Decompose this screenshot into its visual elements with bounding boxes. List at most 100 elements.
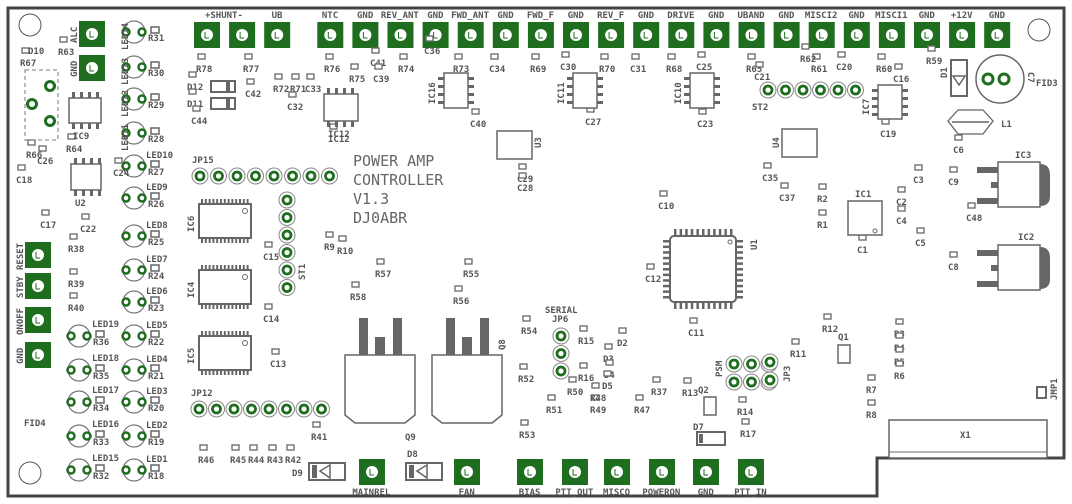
jp12-pin-4[interactable] bbox=[243, 400, 260, 418]
psm-pin-1[interactable] bbox=[725, 355, 743, 373]
terminal-label-shunt: +SHUNT- bbox=[205, 11, 243, 21]
st1-pin-5[interactable] bbox=[278, 261, 296, 279]
terminal-gnd[interactable] bbox=[422, 22, 449, 48]
resistor-label: R21 bbox=[148, 372, 164, 382]
smd-pad-r48 bbox=[591, 382, 600, 389]
silk-label-r50: R50 bbox=[567, 388, 583, 398]
st2-pin-3[interactable] bbox=[794, 81, 812, 99]
jp3-pin-2[interactable] bbox=[761, 371, 779, 389]
terminal-fwd-ant[interactable] bbox=[457, 22, 484, 48]
resistor-label: R29 bbox=[148, 101, 164, 111]
smd-pad-r11 bbox=[791, 338, 800, 345]
st2-pin-1[interactable] bbox=[759, 81, 777, 99]
jp15-pin-6[interactable] bbox=[284, 167, 301, 185]
terminal-misci2[interactable] bbox=[808, 22, 835, 48]
jp15-pin-4[interactable] bbox=[247, 167, 264, 185]
jp6-pin-1[interactable] bbox=[552, 327, 570, 345]
st1-pin-3[interactable] bbox=[278, 226, 296, 244]
smd-pad-r49 bbox=[591, 394, 600, 401]
terminal-gnd[interactable] bbox=[633, 22, 660, 48]
terminal-gnd[interactable] bbox=[563, 22, 589, 48]
terminal-gnd[interactable] bbox=[773, 22, 800, 48]
terminal-shunt-2[interactable] bbox=[229, 22, 256, 48]
terminal-stby-left[interactable] bbox=[25, 273, 51, 299]
terminal-mainrel-bottom[interactable] bbox=[359, 459, 385, 485]
psm-pin-2[interactable] bbox=[743, 355, 760, 373]
jp12-pin-2[interactable] bbox=[208, 400, 225, 418]
terminal-misci1[interactable] bbox=[878, 22, 905, 48]
st1-pin-2[interactable] bbox=[278, 209, 296, 226]
terminal-rev-f[interactable] bbox=[598, 22, 625, 48]
smd-pad-r71 bbox=[291, 73, 300, 80]
jp15-pin-7[interactable] bbox=[302, 167, 320, 185]
jp12-pin-3[interactable] bbox=[225, 400, 243, 418]
jp12-pin-8[interactable] bbox=[313, 400, 330, 418]
terminal-bias-bottom[interactable] bbox=[517, 459, 543, 485]
terminal-gnd-left[interactable] bbox=[79, 55, 105, 81]
silk-label-r14: R14 bbox=[737, 408, 754, 418]
terminal-alc-left[interactable] bbox=[79, 21, 105, 47]
psm-pin-4[interactable] bbox=[725, 373, 743, 391]
terminal-rev-ant[interactable] bbox=[387, 22, 414, 48]
jp15-pin-3[interactable] bbox=[228, 167, 246, 185]
jp6-pin-3[interactable] bbox=[552, 362, 570, 380]
terminal-label-rev-f: REV_F bbox=[597, 11, 624, 21]
jp15-pin-1[interactable] bbox=[191, 167, 209, 185]
jp15-pin-5[interactable] bbox=[265, 167, 283, 185]
terminal-ptt-in-bottom[interactable] bbox=[738, 459, 764, 485]
st2-pin-5[interactable] bbox=[829, 81, 847, 99]
terminal-gnd[interactable] bbox=[984, 22, 1011, 48]
st2-pin-2[interactable] bbox=[777, 81, 794, 99]
smd-pad-c23 bbox=[698, 108, 707, 115]
terminal-poweron-bottom[interactable] bbox=[649, 459, 675, 485]
st2-pin-6[interactable] bbox=[847, 81, 864, 99]
jp12-pin-7[interactable] bbox=[295, 400, 313, 418]
silk-label-c15: C15 bbox=[263, 253, 279, 263]
terminal-uband[interactable] bbox=[738, 22, 765, 48]
terminal-gnd[interactable] bbox=[352, 22, 379, 48]
svg-text:Q2: Q2 bbox=[698, 386, 709, 396]
terminal-shunt-1[interactable] bbox=[194, 22, 220, 48]
terminal-ntc[interactable] bbox=[317, 22, 344, 48]
jp12-pin-5[interactable] bbox=[260, 400, 278, 418]
ic16-chip: IC16 bbox=[428, 72, 474, 109]
terminal-reset-left[interactable] bbox=[25, 242, 51, 268]
terminal-gnd[interactable] bbox=[492, 22, 519, 48]
jp12-pin-1[interactable] bbox=[190, 400, 208, 418]
st1-pin-1[interactable] bbox=[278, 191, 296, 209]
terminal-ptt-out-bottom[interactable] bbox=[562, 459, 588, 485]
st1-pin-6[interactable] bbox=[278, 279, 296, 296]
terminal-misco-bottom[interactable] bbox=[604, 459, 630, 485]
svg-text:Q1: Q1 bbox=[838, 333, 849, 343]
terminal-gnd[interactable] bbox=[843, 22, 870, 48]
silk-label-c20: C20 bbox=[836, 63, 852, 73]
psm-pin-5[interactable] bbox=[743, 373, 760, 391]
terminal-ub[interactable] bbox=[264, 22, 291, 48]
terminal-fwd-f[interactable] bbox=[527, 22, 554, 48]
terminal-gnd[interactable] bbox=[703, 22, 730, 48]
terminal-onoff-left[interactable] bbox=[25, 307, 51, 333]
terminal-drive[interactable] bbox=[668, 22, 695, 48]
jp15-pin-8[interactable] bbox=[321, 167, 338, 185]
silk-label-c31: C31 bbox=[630, 65, 646, 75]
ic9-chip: IC9 bbox=[68, 92, 102, 142]
jp3-pin-1[interactable] bbox=[761, 353, 779, 371]
silk-label-c24: C24 bbox=[113, 169, 130, 179]
led-label: LED14 bbox=[121, 22, 131, 50]
terminal-fan-bottom[interactable] bbox=[454, 459, 480, 485]
terminal-12v[interactable] bbox=[949, 22, 976, 48]
terminal-label-gnd: GND bbox=[427, 11, 444, 21]
smd-pad-r74 bbox=[399, 53, 408, 60]
board-title-line-4: DJ0ABR bbox=[353, 209, 408, 227]
terminal-gnd[interactable] bbox=[914, 22, 940, 48]
resistor-label: R19 bbox=[148, 438, 164, 448]
jp6-pin-2[interactable] bbox=[552, 345, 570, 362]
jp12-pin-6[interactable] bbox=[278, 400, 295, 418]
st2-pin-4[interactable] bbox=[812, 81, 829, 99]
terminal-gnd-left[interactable] bbox=[25, 342, 51, 368]
fiducial-fid3: FID3 bbox=[1036, 79, 1058, 89]
st1-pin-4[interactable] bbox=[278, 244, 296, 261]
terminal-gnd-bottom[interactable] bbox=[693, 459, 719, 485]
jp15-pin-2[interactable] bbox=[210, 167, 227, 185]
